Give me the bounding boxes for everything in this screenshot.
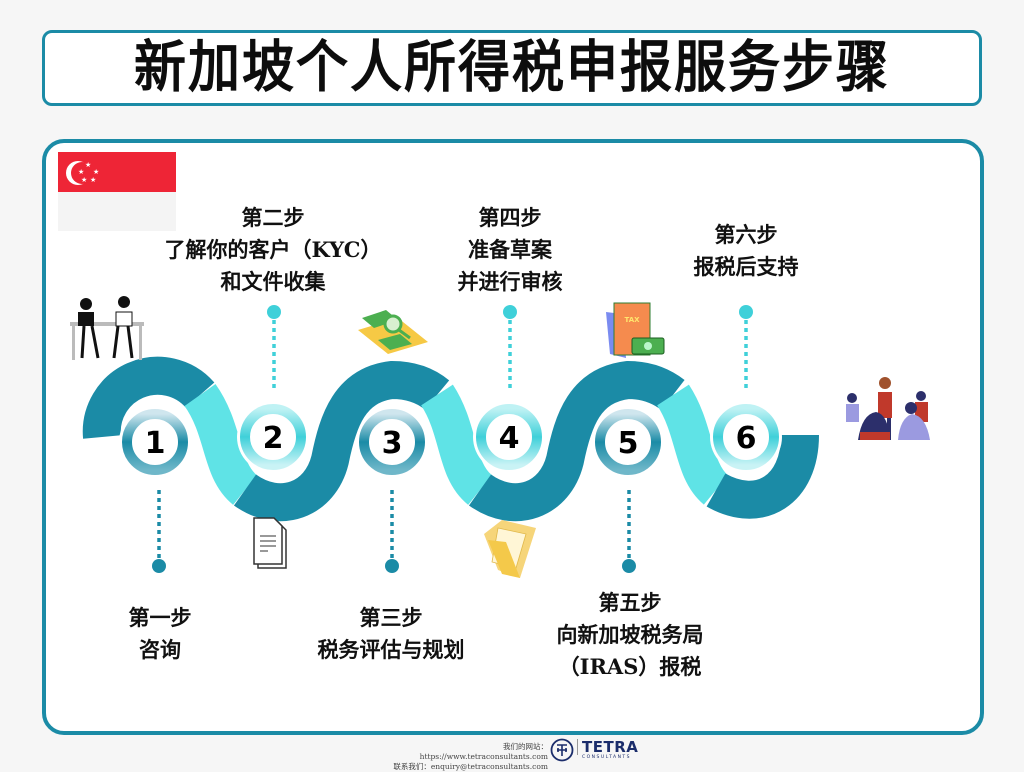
step-5-heading: 第五步: [598, 590, 662, 615]
footer-website[interactable]: 我们的网站：https://www.tetraconsultants.com: [419, 742, 548, 761]
step-1-label: 第一步 咨询: [129, 602, 192, 666]
step-4-heading: 第四步: [478, 205, 542, 230]
tax-money-magnifier-icon: [358, 310, 428, 354]
step-3-label: 第三步 税务评估与规划: [318, 602, 465, 666]
title-banner: 新加坡个人所得税申报服务步骤: [42, 30, 982, 106]
step-2-line-1: 了解你的客户（KYC）: [164, 237, 382, 262]
step-4-line-2: 并进行审核: [457, 269, 563, 294]
svg-text:1: 1: [145, 426, 166, 461]
tax-book-money-icon: TAX: [606, 302, 665, 358]
svg-text:★: ★: [90, 176, 96, 184]
lower-connectors: [152, 490, 636, 573]
step-circle-2: 2: [237, 401, 309, 473]
svg-text:6: 6: [736, 421, 757, 456]
brand-subtitle: CONSULTANTS: [582, 755, 632, 760]
step-circle-3: 3: [356, 406, 428, 478]
svg-text:★: ★: [78, 168, 84, 176]
step-circle-5: 5: [592, 406, 664, 478]
step-3-heading: 第三步: [359, 605, 423, 630]
step-4-line-1: 准备草案: [468, 237, 552, 262]
svg-text:★: ★: [85, 161, 91, 169]
step-circle-6: 6: [710, 401, 782, 473]
step-circle-4: 4: [473, 401, 545, 473]
document-icon: [253, 517, 287, 569]
group-discussion-icon: [846, 377, 930, 440]
step-5-label: 第五步 向新加坡税务局 （IRAS）报税: [557, 587, 704, 683]
wave-segment-7: [706, 434, 819, 519]
footer-email[interactable]: 联系我们：enquiry@tetraconsultants.com: [393, 762, 548, 771]
tetra-logo-icon: [550, 738, 574, 762]
step-4-label: 第四步 准备草案 并进行审核: [458, 202, 563, 298]
wave-segment-4: [420, 384, 494, 505]
page-title: 新加坡个人所得税申报服务步骤: [133, 34, 890, 101]
step-1-line-1: 咨询: [139, 637, 181, 662]
svg-text:★: ★: [81, 176, 87, 184]
svg-text:4: 4: [499, 421, 520, 456]
svg-text:★: ★: [93, 168, 99, 176]
step-2-line-2: 和文件收集: [220, 269, 326, 294]
step-6-line-1: 报税后支持: [693, 254, 799, 279]
footer-contact: 我们的网站：https://www.tetraconsultants.com 联…: [380, 742, 548, 772]
svg-text:TAX: TAX: [624, 316, 640, 324]
singapore-flag-icon: ★★★ ★★: [58, 152, 176, 231]
svg-text:5: 5: [618, 426, 639, 461]
svg-text:2: 2: [263, 421, 284, 456]
wave-segment-6: [656, 384, 730, 505]
upper-connectors: [267, 305, 753, 392]
wave-segment-1: [82, 356, 215, 439]
step-2-heading: 第二步: [241, 205, 305, 230]
brand-name: TETRA: [577, 739, 638, 755]
svg-text:3: 3: [382, 426, 403, 461]
step-6-label: 第六步 报税后支持: [694, 219, 799, 283]
wave-segment-5: [468, 360, 685, 522]
step-circle-1: 1: [119, 406, 191, 478]
step-5-line-1: 向新加坡税务局: [556, 622, 704, 647]
two-women-meeting-icon: [70, 296, 144, 360]
wave-segment-3: [233, 360, 450, 522]
wave-segment-2: [184, 383, 259, 505]
step-6-heading: 第六步: [714, 222, 778, 247]
step-5-line-2: （IRAS）报税: [558, 654, 702, 679]
step-3-line-1: 税务评估与规划: [317, 637, 465, 662]
step-2-label: 第二步 了解你的客户（KYC） 和文件收集: [164, 202, 381, 298]
folder-documents-icon: [484, 520, 536, 578]
step-1-heading: 第一步: [128, 605, 192, 630]
